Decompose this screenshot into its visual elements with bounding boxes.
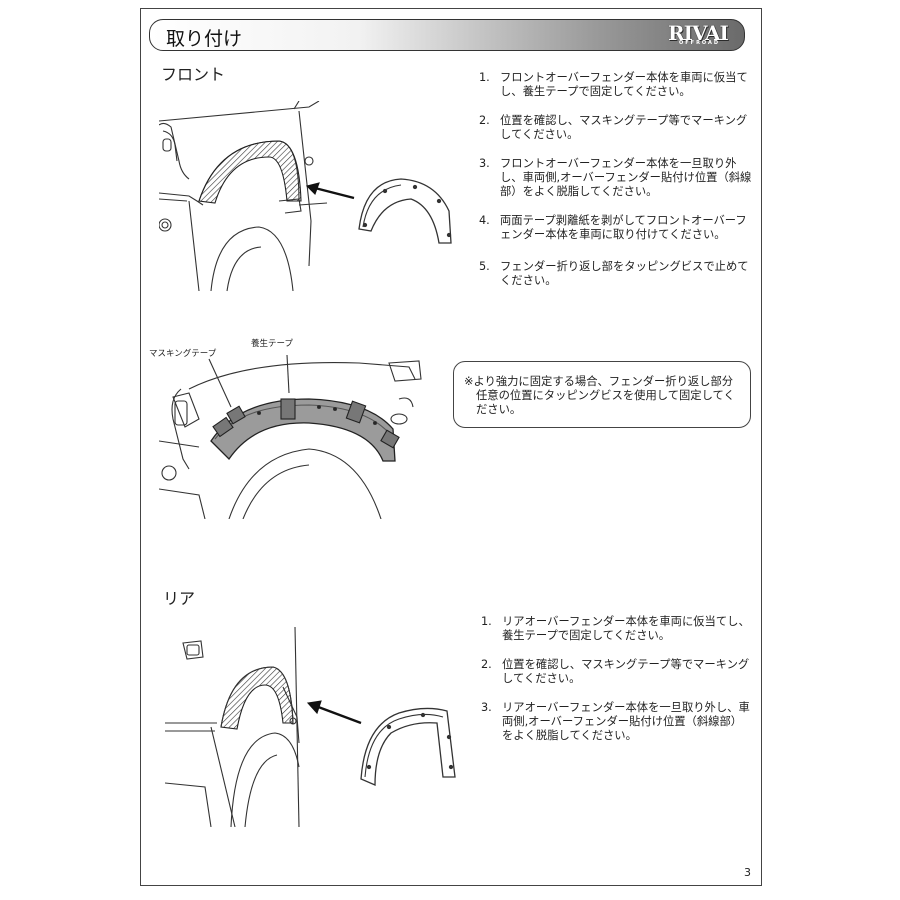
list-item: 3. リアオーバーフェンダー本体を一旦取り外し、車両側,オーバーフェンダー貼付け… [481, 701, 753, 743]
step-text: フロントオーバーフェンダー本体を車両に仮当てし、養生テープで固定してください。 [500, 71, 748, 98]
step-text: 位置を確認し、マスキングテープ等でマーキングしてください。 [500, 114, 748, 141]
list-item: 4. 両面テープ剥離紙を剥がしてフロントオーバーフェンダー本体を車両に取り付けて… [479, 214, 757, 242]
step-number: 2. [481, 658, 492, 671]
step-number: 1. [481, 615, 492, 628]
note-box: ※より強力に固定する場合、フェンダー折り返し部分任意の位置にタッピングビスを使用… [453, 361, 751, 428]
page-number: 3 [744, 866, 751, 879]
logo-subtext: OFFROAD [679, 40, 721, 46]
tape-placement-diagram [159, 354, 422, 519]
step-number: 3. [481, 701, 492, 714]
rear-steps-list: 1. リアオーバーフェンダー本体を車両に仮当てし、養生テープで固定してください。… [481, 615, 753, 758]
step-text: 位置を確認し、マスキングテープ等でマーキングしてください。 [502, 658, 750, 685]
rear-fender-diagram [165, 627, 456, 827]
rival-logo: RIVAI OFFROAD [668, 21, 732, 47]
step-number: 1. [479, 71, 490, 84]
curing-tape-callout: 養生テープ [251, 339, 293, 349]
step-number: 3. [479, 157, 490, 170]
front-fender-diagram [159, 101, 452, 292]
step-text: フロントオーバーフェンダー本体を一旦取り外し、車両側,オーバーフェンダー貼付け位… [500, 157, 752, 198]
step-text: リアオーバーフェンダー本体を車両に仮当てし、養生テープで固定してください。 [502, 615, 750, 642]
list-item: 1. リアオーバーフェンダー本体を車両に仮当てし、養生テープで固定してください。 [481, 615, 753, 643]
step-number: 5. [479, 260, 490, 273]
step-number: 4. [479, 214, 490, 227]
note-text: ※より強力に固定する場合、フェンダー折り返し部分任意の位置にタッピングビスを使用… [464, 375, 735, 416]
header-title: 取り付け [166, 28, 243, 50]
manual-page: 取り付け RIVAI OFFROAD フロント [140, 8, 762, 886]
step-text: フェンダー折り返し部をタッピングビスで止めてください。 [500, 260, 749, 287]
front-section-title: フロント [161, 65, 226, 84]
section-header: 取り付け RIVAI OFFROAD [149, 19, 745, 51]
list-item: 2. 位置を確認し、マスキングテープ等でマーキングしてください。 [479, 114, 757, 142]
masking-tape-callout: マスキングテープ [149, 349, 217, 359]
step-text: リアオーバーフェンダー本体を一旦取り外し、車両側,オーバーフェンダー貼付け位置（… [502, 701, 750, 742]
list-item: 5. フェンダー折り返し部をタッピングビスで止めてください。 [479, 260, 757, 288]
list-item: 2. 位置を確認し、マスキングテープ等でマーキングしてください。 [481, 658, 753, 686]
front-steps-list: 1. フロントオーバーフェンダー本体を車両に仮当てし、養生テープで固定してくださ… [479, 71, 757, 303]
logo-text: RIVAI [668, 21, 729, 45]
list-item: 1. フロントオーバーフェンダー本体を車両に仮当てし、養生テープで固定してくださ… [479, 71, 757, 99]
list-item: 3. フロントオーバーフェンダー本体を一旦取り外し、車両側,オーバーフェンダー貼… [479, 157, 757, 199]
step-text: 両面テープ剥離紙を剥がしてフロントオーバーフェンダー本体を車両に取り付けてくださ… [500, 214, 747, 241]
step-number: 2. [479, 114, 490, 127]
rear-section-title: リア [163, 589, 196, 608]
